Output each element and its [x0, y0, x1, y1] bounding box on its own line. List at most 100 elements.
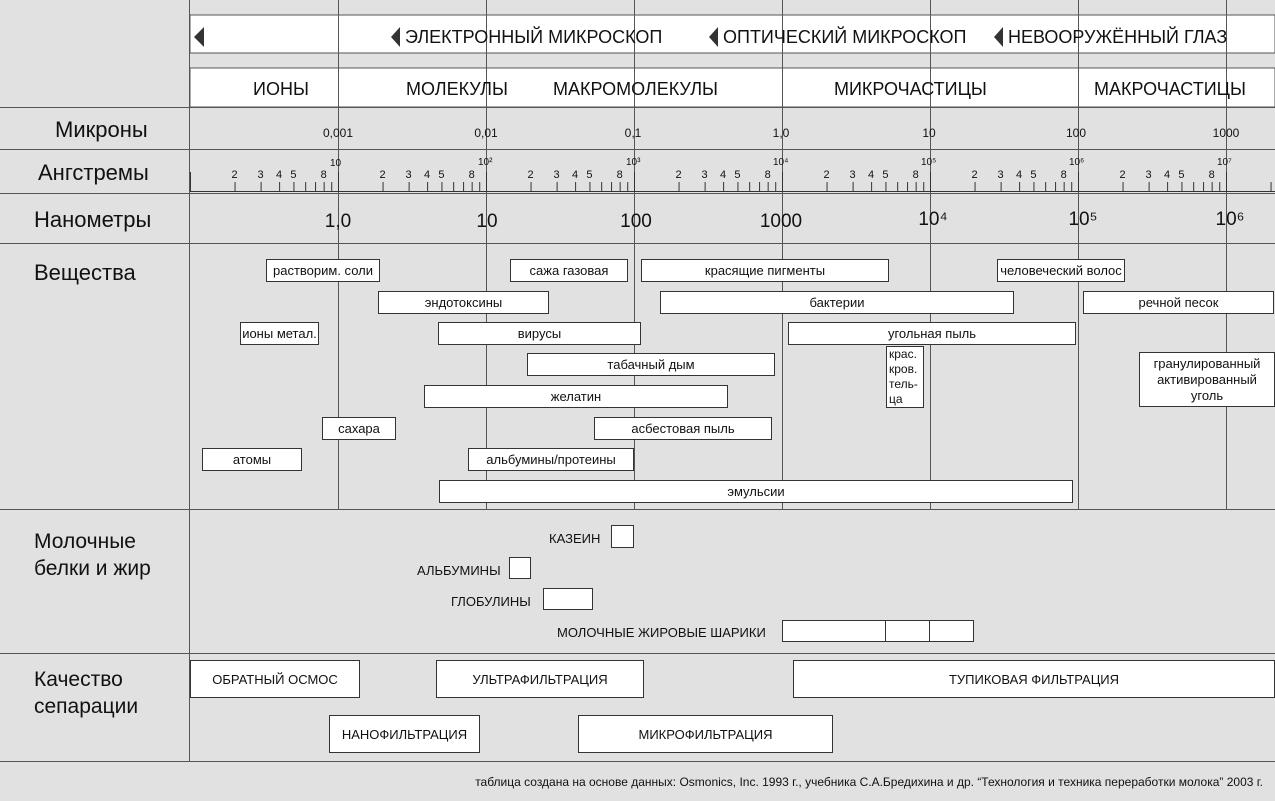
milk-globulin-bar [543, 588, 593, 610]
row-label-quality: Качество сепарации [34, 668, 139, 718]
substance-albumin-proteins: альбумины/протеины [468, 448, 634, 471]
arrow-left-icon [391, 27, 400, 47]
milk-fat-globules-bar [782, 620, 886, 642]
angstrom-decade: 10⁷ [1217, 157, 1232, 168]
angstrom-minor-label: 3 [701, 169, 708, 181]
substance-tobacco-smoke: табачный дым [527, 353, 775, 376]
angstrom-minor-label: 5 [882, 169, 889, 181]
source-note: таблица создана на основе данных: Osmoni… [475, 775, 1263, 789]
angstrom-minor-label: 2 [527, 169, 534, 181]
angstrom-minor-label: 4 [276, 169, 283, 181]
substance-river-sand: речной песок [1083, 291, 1274, 314]
category-macroparticles: МАКРОЧАСТИЦЫ [1094, 79, 1246, 99]
angstrom-decade: 10 [330, 158, 342, 169]
angstrom-minor-label: 2 [231, 169, 238, 181]
angstrom-minor-label: 5 [586, 169, 593, 181]
substance-emulsions: эмульсии [439, 480, 1073, 503]
angstrom-minor-label: 8 [1060, 169, 1067, 181]
arrow-left-icon [194, 27, 204, 47]
angstrom-decade: 10⁵ [921, 157, 937, 168]
microns-tick: 1000 [1212, 126, 1240, 140]
row-label-angstroms: Ангстремы [38, 160, 149, 185]
nanometer-tick: 10⁶ [1215, 209, 1245, 230]
microns-tick: 10 [922, 126, 936, 140]
microns-tick: 0,1 [624, 126, 642, 140]
separation-ultrafiltration: УЛЬТРАФИЛЬТРАЦИЯ [436, 660, 644, 698]
angstrom-minor-label: 4 [720, 169, 727, 181]
nanometer-tick: 10⁴ [918, 209, 948, 230]
nanometer-tick: 10 [476, 211, 498, 232]
separation-nanofiltration: НАНОФИЛЬТРАЦИЯ [329, 715, 480, 753]
angstrom-minor-label: 5 [734, 169, 741, 181]
substance-red-blood-cells: крас. кров. тель- ца [886, 346, 924, 408]
angstrom-minor-label: 8 [912, 169, 919, 181]
substance-viruses: вирусы [438, 322, 641, 345]
arrow-left-icon [994, 27, 1003, 47]
angstrom-minor-label: 2 [1119, 169, 1126, 181]
angstrom-minor-label: 8 [468, 169, 475, 181]
angstrom-decade: 10⁴ [773, 157, 789, 168]
angstrom-minor-label: 5 [290, 169, 297, 181]
substance-asbestos: асбестовая пыль [594, 417, 772, 440]
angstrom-decade: 10³ [626, 157, 641, 168]
substance-human-hair: человеческий волос [997, 259, 1125, 282]
vision-electron-microscope: ЭЛЕКТРОННЫЙ МИКРОСКОП [405, 27, 663, 47]
angstrom-minor-label: 4 [868, 169, 875, 181]
angstrom-minor-label: 3 [1145, 169, 1152, 181]
angstrom-minor-label: 4 [1164, 169, 1171, 181]
substance-coal-dust: угольная пыль [788, 322, 1076, 345]
angstrom-minor-label: 4 [572, 169, 579, 181]
substance-metal-ions: ионы метал. [240, 322, 319, 345]
separation-reverse-osmosis: ОБРАТНЫЙ ОСМОС [190, 660, 360, 698]
nanometer-tick: 100 [620, 211, 652, 232]
nanometer-tick: 1,0 [324, 211, 352, 232]
angstrom-minor-label: 5 [438, 169, 445, 181]
milk-albumin-bar [509, 557, 531, 579]
category-microparticles: МИКРОЧАСТИЦЫ [834, 79, 987, 99]
angstrom-minor-label: 8 [1208, 169, 1215, 181]
milk-fat-globules-label: МОЛОЧНЫЕ ЖИРОВЫЕ ШАРИКИ [557, 625, 766, 640]
row-label-nanometers: Нанометры [34, 207, 152, 232]
angstrom-minor-label: 8 [320, 169, 327, 181]
microns-tick: 0,001 [322, 126, 354, 140]
category-macromolecules: МАКРОМОЛЕКУЛЫ [553, 79, 718, 99]
milk-fat-globules-bar [929, 620, 974, 642]
angstrom-minor-label: 2 [823, 169, 830, 181]
angstrom-minor-label: 5 [1178, 169, 1185, 181]
angstrom-minor-label: 4 [424, 169, 431, 181]
substance-activated-carbon: гранулированный активированный уголь [1139, 352, 1275, 407]
row-label-substances: Вещества [34, 260, 136, 285]
row-label-milk: Молочные белки и жир [34, 530, 151, 580]
milk-casein-label: КАЗЕИН [549, 531, 601, 546]
angstrom-minor-label: 2 [379, 169, 386, 181]
substance-gelatin: желатин [424, 385, 728, 408]
angstrom-minor-label: 3 [553, 169, 560, 181]
category-ions: ИОНЫ [253, 79, 309, 99]
angstrom-minor-label: 3 [405, 169, 412, 181]
vision-optical-microscope: ОПТИЧЕСКИЙ МИКРОСКОП [723, 27, 967, 47]
angstrom-minor-label: 3 [849, 169, 856, 181]
microns-tick: 1,0 [772, 126, 790, 140]
milk-albumin-label: АЛЬБУМИНЫ [417, 563, 501, 578]
substance-carbon-black: сажа газовая [510, 259, 628, 282]
angstrom-minor-label: 3 [257, 169, 264, 181]
nanometer-tick: 1000 [759, 211, 803, 232]
microns-tick: 100 [1065, 126, 1087, 140]
milk-globulin-label: ГЛОБУЛИНЫ [451, 594, 531, 609]
angstrom-minor-label: 2 [675, 169, 682, 181]
milk-casein-bar [611, 525, 634, 548]
substance-pigments: красящие пигменты [641, 259, 889, 282]
separation-microfiltration: МИКРОФИЛЬТРАЦИЯ [578, 715, 833, 753]
substance-bacteria: бактерии [660, 291, 1014, 314]
microns-tick: 0,01 [474, 126, 498, 140]
angstrom-decade: 10² [478, 157, 493, 168]
milk-fat-globules-bar [885, 620, 930, 642]
substance-soluble-salts: растворим. соли [266, 259, 380, 282]
angstrom-minor-label: 8 [764, 169, 771, 181]
angstrom-minor-label: 4 [1016, 169, 1023, 181]
category-molecules: МОЛЕКУЛЫ [406, 79, 508, 99]
angstrom-minor-label: 2 [971, 169, 978, 181]
separation-dead-end-filtration: ТУПИКОВАЯ ФИЛЬТРАЦИЯ [793, 660, 1275, 698]
